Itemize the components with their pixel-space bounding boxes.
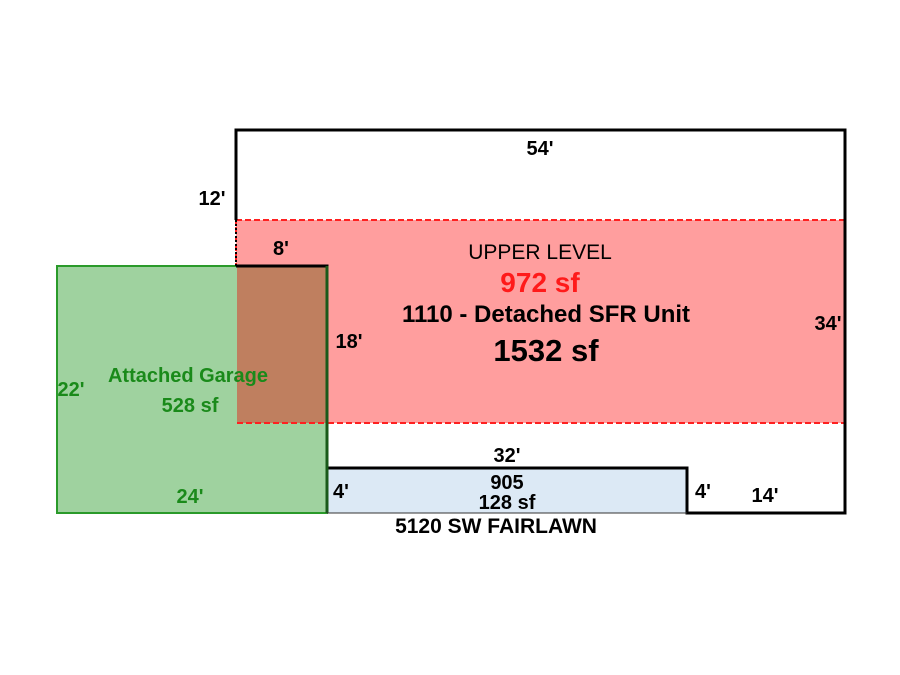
porch-code: 905: [490, 472, 523, 494]
garage-area-text: 528 sf: [162, 395, 219, 417]
dim-top: 54': [526, 138, 553, 160]
dim-inner-side: 18': [335, 331, 362, 353]
dim-porch-top: 32': [493, 445, 520, 467]
upper-level-area-text: 972 sf: [500, 267, 580, 298]
dim-garage-step: 8': [273, 238, 289, 260]
upper-level-label: UPPER LEVEL: [468, 241, 612, 264]
garage-dim-bottom: 24': [176, 486, 203, 508]
dim-right: 34': [814, 313, 841, 335]
dim-bottom-right: 14': [751, 485, 778, 507]
garage-upper-overlap: [237, 267, 326, 423]
porch-dim-right: 4': [695, 481, 711, 503]
main-unit-label: 1110 - Detached SFR Unit: [402, 301, 690, 328]
garage-dim-side: 22': [57, 379, 84, 401]
porch-area: [327, 468, 687, 513]
upper-level-area: [235, 219, 846, 424]
dim-left-upper: 12': [198, 188, 225, 210]
porch-area-text: 128 sf: [479, 492, 536, 514]
main-unit-area: 1532 sf: [493, 333, 599, 368]
address-label: 5120 SW FAIRLAWN: [395, 515, 597, 538]
porch-dim-left: 4': [333, 481, 349, 503]
garage-label: Attached Garage: [108, 365, 268, 387]
